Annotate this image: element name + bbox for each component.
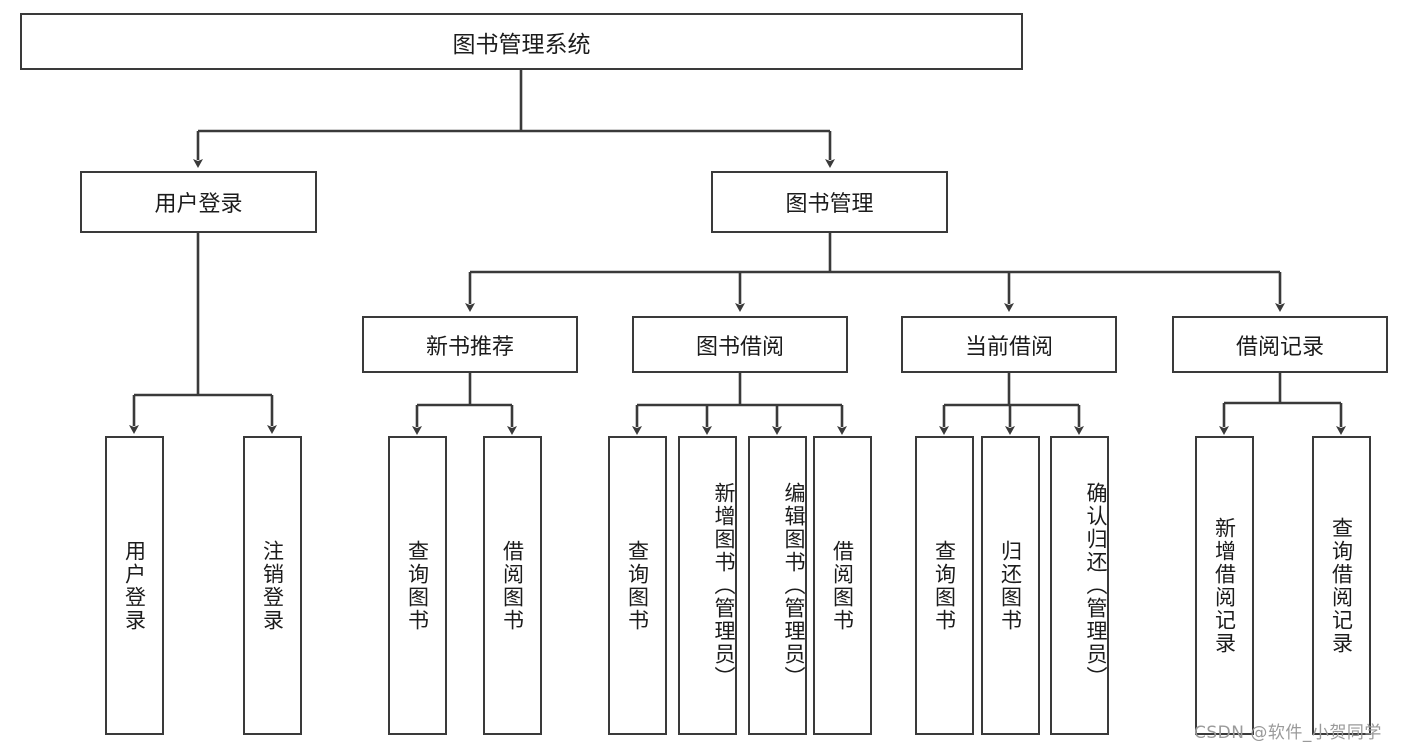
node-label: 图书管理系统 [452, 31, 591, 58]
node-label: 查询图书 [405, 539, 430, 632]
node-book-management[interactable]: 图书管理 [711, 171, 948, 233]
node-label: 用户登录 [154, 192, 243, 217]
node-new-book-recommend[interactable]: 新书推荐 [362, 316, 578, 373]
leaf-add-borrow-record[interactable]: 新增借阅记录 [1195, 436, 1254, 735]
leaf-add-book-admin[interactable]: 新增图书（管理员） [678, 436, 737, 735]
node-book-borrow[interactable]: 图书借阅 [632, 316, 848, 373]
node-label: 借阅图书 [500, 539, 525, 632]
node-root-book-management-system[interactable]: 图书管理系统 [20, 13, 1023, 70]
node-label: 注销登录 [260, 539, 285, 632]
leaf-return-book[interactable]: 归还图书 [981, 436, 1040, 735]
node-label: 确认归还（管理员） [1084, 482, 1108, 689]
csdn-watermark: CSDN @软件_小贺同学 [1194, 723, 1382, 743]
node-label: 借阅记录 [1235, 334, 1324, 360]
node-label: 当前借阅 [964, 334, 1053, 360]
leaf-query-book-2[interactable]: 查询图书 [608, 436, 667, 735]
leaf-borrow-book-1[interactable]: 借阅图书 [483, 436, 542, 735]
node-borrow-record[interactable]: 借阅记录 [1172, 316, 1388, 373]
node-label: 借阅图书 [830, 539, 855, 632]
node-label: 查询图书 [932, 539, 957, 632]
node-label: 新增借阅记录 [1212, 516, 1237, 655]
leaf-borrow-book-2[interactable]: 借阅图书 [813, 436, 872, 735]
leaf-confirm-return-admin[interactable]: 确认归还（管理员） [1050, 436, 1109, 735]
node-label: 图书借阅 [695, 334, 784, 360]
node-label: 新书推荐 [425, 334, 514, 360]
node-label: 查询图书 [625, 539, 650, 632]
node-label: 编辑图书（管理员） [782, 482, 806, 689]
node-label: 用户登录 [122, 539, 147, 632]
node-label: 新增图书（管理员） [712, 482, 736, 689]
node-user-login[interactable]: 用户登录 [80, 171, 317, 233]
leaf-logout-login[interactable]: 注销登录 [243, 436, 302, 735]
leaf-edit-book-admin[interactable]: 编辑图书（管理员） [748, 436, 807, 735]
node-current-borrow[interactable]: 当前借阅 [901, 316, 1117, 373]
node-label: 归还图书 [998, 539, 1023, 632]
leaf-query-book-3[interactable]: 查询图书 [915, 436, 974, 735]
leaf-query-borrow-record[interactable]: 查询借阅记录 [1312, 436, 1371, 735]
leaf-user-login[interactable]: 用户登录 [105, 436, 164, 735]
leaf-query-book-1[interactable]: 查询图书 [388, 436, 447, 735]
node-label: 图书管理 [785, 192, 874, 217]
node-label: 查询借阅记录 [1329, 516, 1354, 655]
